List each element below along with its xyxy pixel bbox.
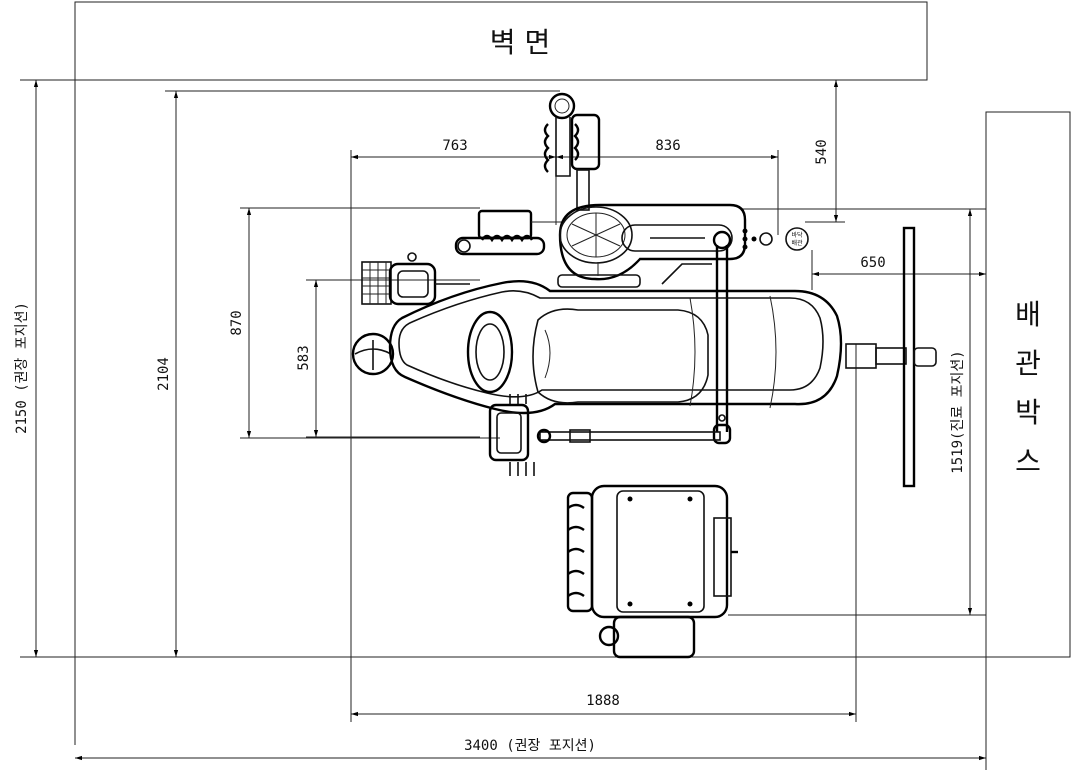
- dim-763-836: 763 836: [350, 138, 779, 722]
- dim-1519-label: 1519(진료 포지션): [950, 350, 966, 473]
- floor-pipe-line2: 배관: [791, 239, 803, 247]
- pipe-box-char-1: 배: [1015, 298, 1041, 331]
- delivery-unit: [557, 203, 773, 288]
- lower-arm: [536, 428, 721, 444]
- dim-540: 540: [805, 80, 845, 223]
- dim-650-label: 650: [860, 255, 885, 271]
- headrest: [351, 332, 395, 376]
- dim-3400-label: 3400 (권장 포지션): [464, 738, 596, 754]
- delivery-cart: [566, 484, 738, 659]
- floor-pipe-line1: 바닥: [791, 231, 803, 239]
- dim-650: 650: [811, 250, 986, 290]
- dim-583: 583: [296, 279, 480, 438]
- dim-540-label: 540: [814, 139, 830, 164]
- pipe-box-char-4: 스: [1015, 445, 1041, 478]
- patient-chair: [388, 280, 907, 415]
- dim-3400: 3400 (권장 포지션): [75, 657, 987, 770]
- left-handpiece-holder: [488, 394, 535, 476]
- left-tray: [454, 209, 565, 256]
- dim-2150: 2150 (권장 포지션): [14, 80, 39, 657]
- dim-2104: 2104: [156, 90, 560, 657]
- pipe-box: 배 관 박 스: [985, 111, 1071, 658]
- dim-1888: 1888: [351, 344, 857, 722]
- dim-1519: 1519(진료 포지션): [728, 208, 986, 616]
- light-post: [712, 245, 732, 445]
- dim-836-label: 836: [655, 138, 680, 154]
- assistant-instrument: [361, 252, 470, 306]
- pipe-box-char-2: 관: [1015, 347, 1041, 380]
- dim-870-label: 870: [229, 310, 245, 335]
- dim-1888-label: 1888: [586, 693, 620, 709]
- wall: 벽 면: [74, 1, 928, 81]
- floor-pipe-marker: 바닥 배관: [785, 227, 809, 251]
- operating-light-bar: [902, 226, 937, 488]
- upper-instrument-arm: [543, 92, 601, 211]
- dim-2150-label: 2150 (권장 포지션): [14, 302, 30, 434]
- dim-583-label: 583: [296, 345, 312, 370]
- wall-label: 벽 면: [490, 26, 550, 59]
- recommended-area: [20, 79, 986, 745]
- dim-763-label: 763: [442, 138, 467, 154]
- dim-2104-label: 2104: [156, 357, 172, 391]
- pipe-box-char-3: 박: [1015, 396, 1041, 429]
- dim-870: 870: [229, 207, 500, 439]
